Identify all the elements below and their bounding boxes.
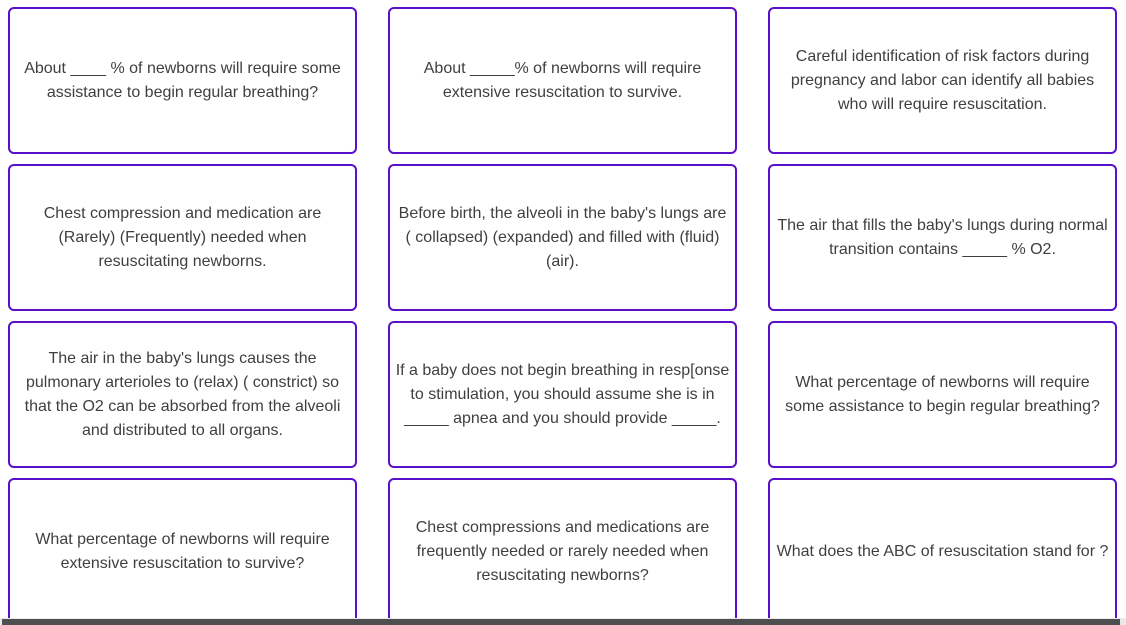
flashcard-text: What percentage of newborns will require… [785,373,1100,415]
flashcard[interactable]: If a baby does not begin breathing in re… [388,321,737,468]
flashcard[interactable]: About ____ % of newborns will require so… [8,7,357,154]
flashcard-text: Chest compressions and medications are f… [415,518,710,584]
flashcard[interactable]: What percentage of newborns will require… [768,321,1117,468]
flashcard-text: If a baby does not begin breathing in re… [395,361,730,427]
flashcard-text: The air that fills the baby's lungs duri… [777,216,1108,258]
flashcard[interactable]: What percentage of newborns will require… [8,478,357,625]
flashcard-text: What does the ABC of resuscitation stand… [776,542,1109,560]
flashcard-text: The air in the baby's lungs causes the p… [24,349,341,439]
flashcard-grid: About ____ % of newborns will require so… [8,7,1117,625]
flashcard[interactable]: About _____% of newborns will require ex… [388,7,737,154]
horizontal-scrollbar[interactable] [0,618,1126,625]
flashcard-text: What percentage of newborns will require… [35,530,330,572]
flashcard-text: Careful identification of risk factors d… [790,47,1095,113]
scrollbar-thumb[interactable] [2,619,1120,625]
flashcard-text: About _____% of newborns will require ex… [423,59,702,101]
flashcard[interactable]: Before birth, the alveoli in the baby's … [388,164,737,311]
flashcard[interactable]: The air in the baby's lungs causes the p… [8,321,357,468]
flashcard[interactable]: Chest compressions and medications are f… [388,478,737,625]
flashcard[interactable]: Chest compression and medication are (Ra… [8,164,357,311]
flashcard[interactable]: The air that fills the baby's lungs duri… [768,164,1117,311]
flashcard-text: About ____ % of newborns will require so… [24,59,341,101]
flashcard-text: Before birth, the alveoli in the baby's … [398,204,727,270]
flashcard-text: Chest compression and medication are (Ra… [43,204,322,270]
flashcard[interactable]: Careful identification of risk factors d… [768,7,1117,154]
flashcard[interactable]: What does the ABC of resuscitation stand… [768,478,1117,625]
